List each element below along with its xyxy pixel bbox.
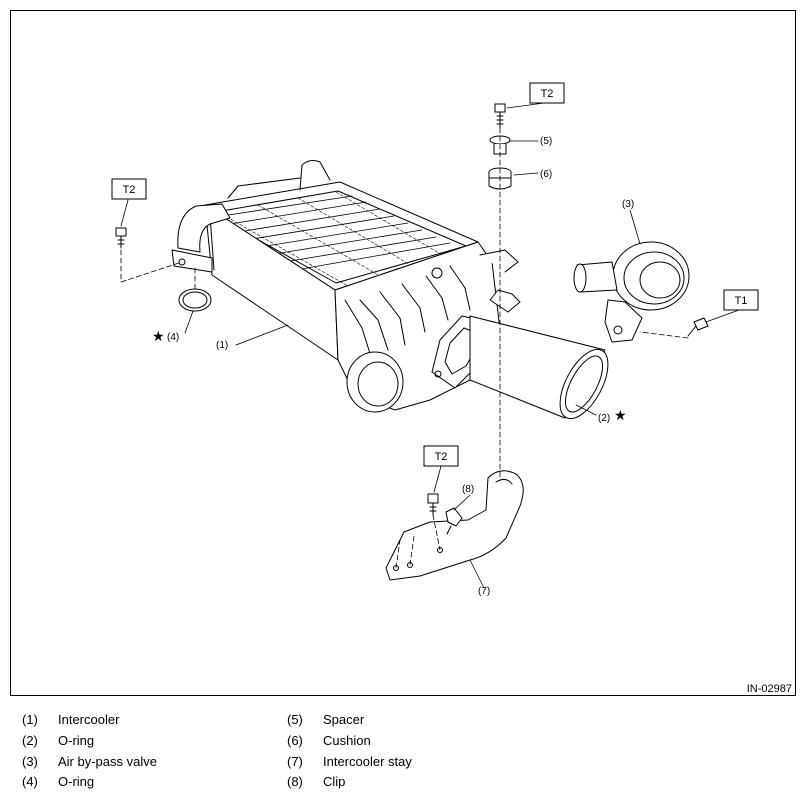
legend-name: O-ring — [58, 733, 95, 748]
callout-1: (1) — [216, 340, 228, 351]
legend-name: Clip — [323, 774, 346, 789]
bolt-bottom-drawing — [427, 493, 439, 516]
legend-number: (3) — [22, 754, 38, 769]
air-duct-drawing — [469, 315, 609, 420]
legend-number: (8) — [287, 774, 303, 789]
callout-6: (6) — [540, 169, 552, 180]
callout-8: (8) — [462, 484, 474, 495]
legend-number: (5) — [287, 712, 303, 727]
svg-text:T1: T1 — [735, 295, 748, 307]
legend-number: (6) — [287, 733, 303, 748]
star-2: ★ — [614, 407, 627, 423]
bolt-left-drawing — [115, 227, 127, 249]
clip-drawing — [445, 507, 463, 535]
callout-2: (2) — [598, 413, 610, 424]
legend-number: (2) — [22, 733, 38, 748]
torque-label-t1-right: T1 — [723, 289, 759, 311]
legend-name: O-ring — [58, 774, 95, 789]
diagram-frame — [10, 10, 796, 696]
legend-name: Cushion — [323, 733, 371, 748]
callout-7: (7) — [478, 586, 490, 597]
legend-name: Air by-pass valve — [58, 754, 157, 769]
o-ring-4-drawing — [178, 288, 212, 312]
torque-label-t2-left: T2 — [111, 178, 147, 200]
air-bypass-valve-drawing — [573, 241, 690, 343]
bolt-top-drawing — [494, 103, 506, 129]
parts-legend: (1) Intercooler (2) O-ring (3) Air by-pa… — [0, 710, 808, 800]
legend-number: (4) — [22, 774, 38, 789]
callout-4: (4) — [167, 332, 179, 343]
bolt-right-drawing — [687, 317, 709, 337]
legend-number: (1) — [22, 712, 38, 727]
callout-3: (3) — [622, 199, 634, 210]
legend-number: (7) — [287, 754, 303, 769]
torque-label-t2-top: T2 — [529, 82, 565, 104]
svg-text:T2: T2 — [123, 184, 136, 196]
torque-label-t2-bottom: T2 — [423, 445, 459, 467]
legend-name: Intercooler stay — [323, 754, 412, 769]
legend-name: Spacer — [323, 712, 365, 727]
star-4: ★ — [152, 328, 165, 344]
callout-5: (5) — [540, 136, 552, 147]
legend-name: Intercooler — [58, 712, 120, 727]
svg-text:T2: T2 — [541, 88, 554, 100]
intercooler-drawing — [171, 160, 521, 413]
svg-text:T2: T2 — [435, 451, 448, 463]
figure-id: IN-02987 — [747, 683, 792, 695]
